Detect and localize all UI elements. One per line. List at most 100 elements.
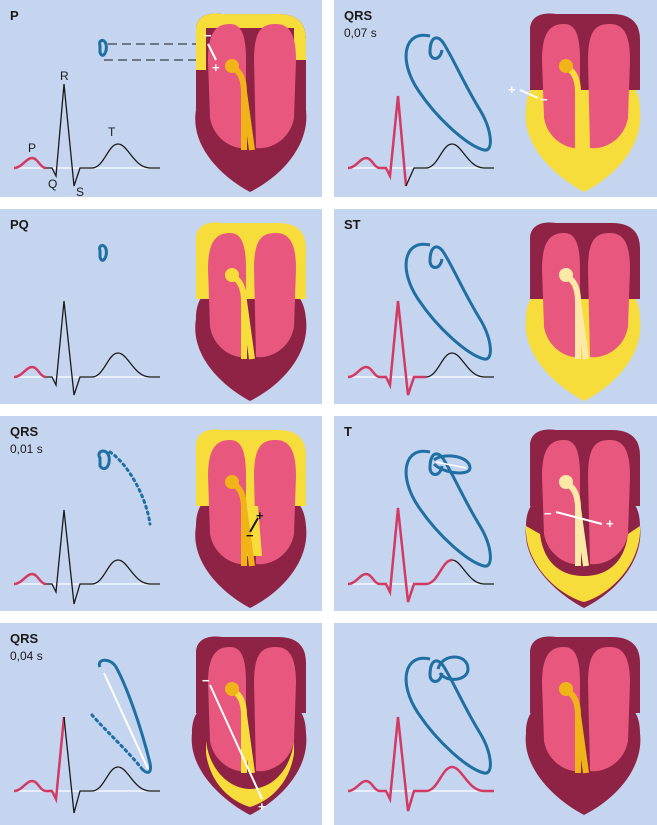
vector-loop	[404, 242, 492, 361]
ecg-rest-trace	[46, 300, 160, 396]
av-node	[225, 475, 239, 489]
panel-qrs-004: − + QRS 0,04 s	[0, 623, 322, 825]
av-node	[559, 475, 573, 489]
heart: + −	[508, 13, 641, 192]
left-chamber	[208, 647, 246, 772]
ecg-active-trace	[347, 507, 453, 603]
vector-loop-projected	[90, 713, 144, 771]
ecg-p-wave	[13, 156, 47, 170]
panel-label: T	[344, 424, 352, 439]
vector-loop-projected	[108, 450, 152, 526]
heart: − +	[191, 636, 307, 815]
t-loop	[432, 454, 472, 475]
sign-plus: +	[256, 508, 264, 523]
panel-qrs-007-figure: + −	[347, 13, 641, 192]
av-node	[559, 59, 573, 73]
ecg-active-trace	[13, 572, 47, 586]
left-chamber	[542, 440, 580, 565]
left-chamber	[542, 24, 580, 149]
ecg-active-trace	[13, 716, 66, 804]
ecg-active-trace	[347, 95, 408, 187]
left-chamber	[208, 24, 246, 149]
ecg-rest-trace	[425, 352, 494, 378]
sign-minus: −	[202, 673, 210, 688]
heart: − +	[525, 429, 641, 608]
panel-qrs-001: + − QRS 0,01 s	[0, 416, 322, 611]
vector-loop	[404, 656, 492, 775]
ecg-rest-trace	[46, 509, 160, 605]
left-chamber	[542, 647, 580, 772]
av-node	[225, 682, 239, 696]
vector-arrow	[209, 684, 263, 800]
right-chamber	[588, 233, 630, 358]
panel-t: − + T	[334, 416, 657, 611]
ecg-active-trace	[347, 716, 494, 812]
ecg-label-t: T	[108, 125, 116, 139]
panel-final-figure	[347, 636, 641, 815]
t-loop	[436, 655, 470, 681]
ecg-rest-trace	[451, 559, 494, 585]
ventricle-excited	[206, 741, 294, 807]
panel-sublabel: 0,01 s	[10, 442, 43, 456]
sign-minus: −	[544, 506, 552, 521]
panel-p-figure: P Q R S T − +	[13, 13, 307, 197]
left-chamber	[208, 233, 246, 358]
panel-p: P Q R S T − + P	[0, 0, 322, 197]
vector-line	[103, 672, 149, 770]
sign-plus: +	[508, 82, 516, 97]
vector-loop	[404, 33, 492, 152]
left-chamber	[208, 440, 246, 565]
av-node	[559, 682, 573, 696]
ecg-rest-trace	[405, 143, 494, 187]
vector-loop	[98, 243, 108, 262]
right-chamber	[588, 647, 630, 772]
ecg-active-trace	[347, 300, 426, 396]
sign-minus: −	[246, 528, 254, 543]
left-chamber	[542, 233, 580, 358]
panel-t-figure: − +	[347, 429, 641, 608]
heart	[195, 222, 307, 401]
av-node	[225, 268, 239, 282]
panel-label: QRS	[344, 8, 373, 23]
right-chamber	[254, 233, 296, 358]
heart: − +	[195, 13, 307, 192]
panel-label: QRS	[10, 424, 39, 439]
vector-arrow	[249, 517, 259, 533]
panel-sublabel: 0,04 s	[10, 649, 43, 663]
right-chamber	[588, 440, 630, 565]
heart	[525, 636, 641, 815]
sign-plus: +	[606, 516, 614, 531]
panel-final	[334, 623, 657, 825]
sign-plus: +	[212, 60, 220, 75]
vector-loop	[97, 658, 152, 774]
ecg-label-p: P	[28, 141, 36, 155]
panel-pq: PQ	[0, 209, 322, 404]
sign-minus: −	[204, 28, 212, 43]
sign-minus: −	[540, 92, 548, 107]
panel-qrs-001-figure: + −	[13, 429, 307, 608]
heart	[525, 222, 641, 401]
panel-label: PQ	[10, 217, 29, 232]
panel-pq-figure	[13, 222, 307, 401]
panel-label: QRS	[10, 631, 39, 646]
av-node	[559, 268, 573, 282]
vector-loop	[97, 449, 111, 471]
right-chamber	[588, 24, 630, 149]
panel-qrs-004-figure: − +	[13, 636, 307, 815]
repolarization-zone	[525, 526, 641, 602]
ecg-qrst-trace	[46, 83, 160, 187]
vector-loop	[98, 38, 108, 57]
ecg-label-q: Q	[48, 177, 57, 191]
panel-sublabel: 0,07 s	[344, 26, 377, 40]
av-node	[225, 59, 239, 73]
panel-st: ST	[334, 209, 657, 404]
panel-label: ST	[344, 217, 361, 232]
panel-st-figure	[347, 222, 641, 401]
panel-label: P	[10, 8, 19, 23]
vector-loop	[404, 449, 492, 568]
sign-plus: +	[258, 799, 266, 814]
ecg-label-s: S	[76, 185, 84, 197]
heart: + −	[195, 429, 307, 608]
vector-arrow	[519, 89, 539, 99]
ecg-rest-trace	[63, 716, 160, 814]
